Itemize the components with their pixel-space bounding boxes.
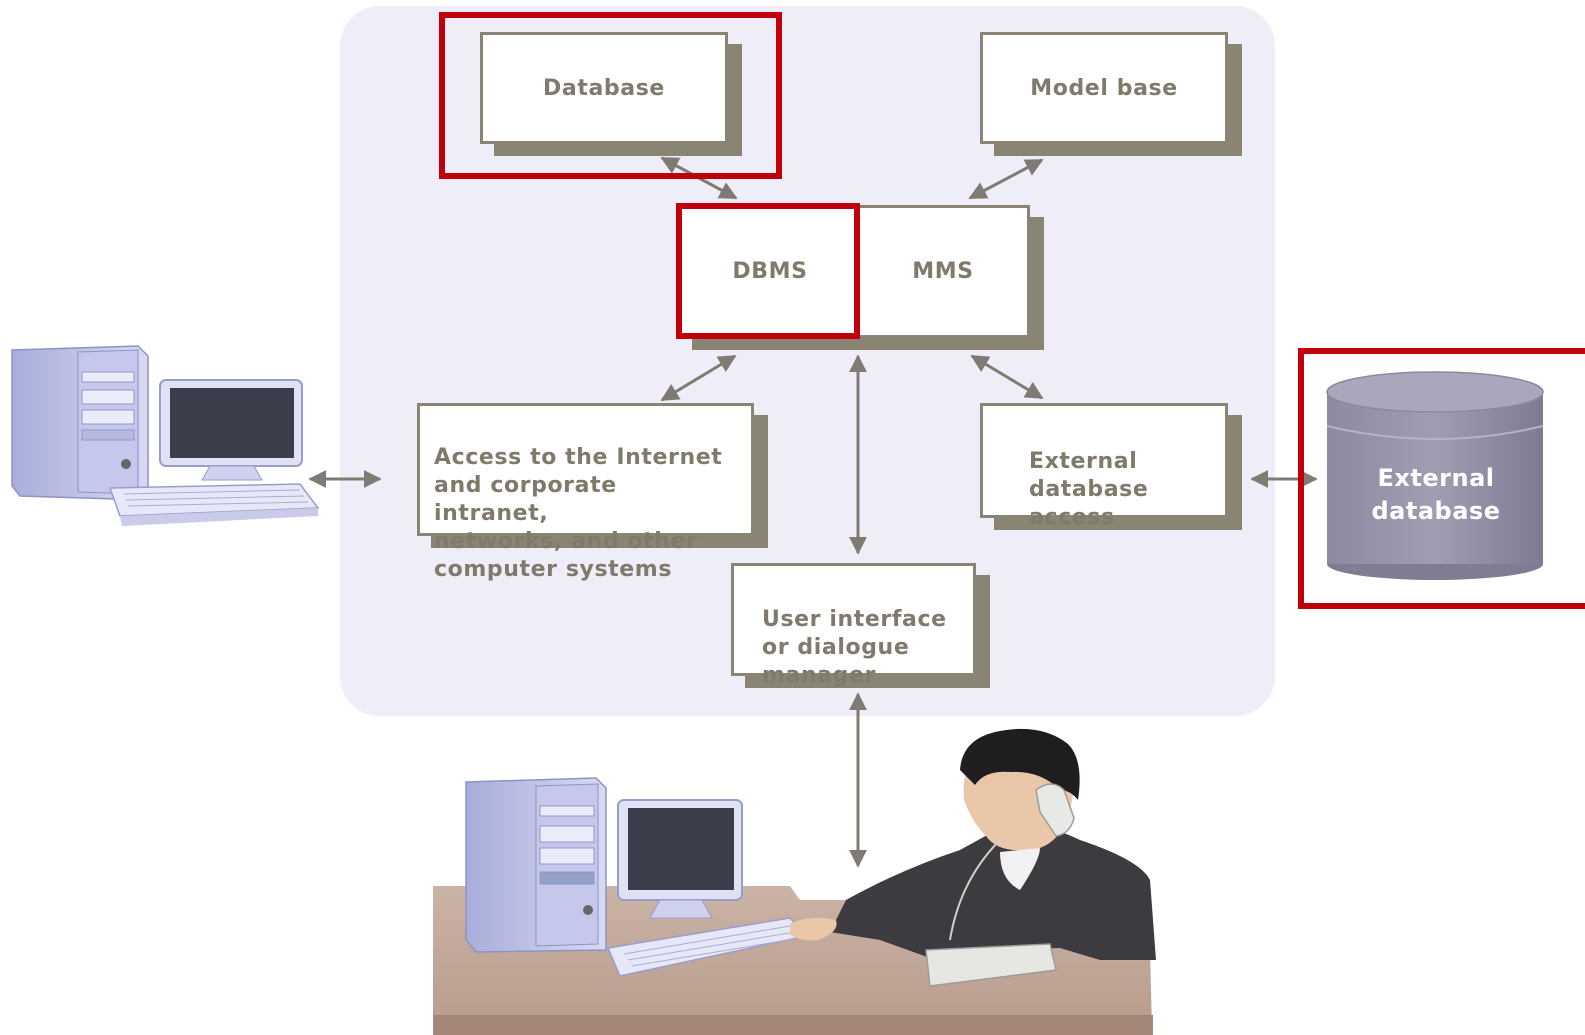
connection-arrows [308,156,1318,868]
external-database-access-label: External database access [1029,449,1149,530]
businessman-at-desk-icon [433,728,1156,1035]
arrow-mms-external-access [970,354,1044,400]
highlight-external-database [1298,348,1585,609]
external-database-label: External database [1371,464,1501,525]
internet-access-label: Access to the Internet and corporate int… [434,445,723,582]
mms-cell: MMS [859,208,1027,335]
external-database-access-box: External database access [980,403,1228,530]
model-base-label: Model base [1030,75,1178,101]
user-interface-box: User interface or dialogue manager [731,563,976,688]
user-interface-label: User interface or dialogue manager [762,607,947,688]
mms-label: MMS [912,259,974,284]
dbms-cell: DBMS [681,208,859,335]
computer-workstation-icon [11,345,320,526]
external-database-cylinder-icon [1326,371,1544,580]
telephone-icon [925,783,1075,987]
dbms-label: DBMS [732,259,808,284]
highlight-database [439,12,782,179]
highlight-dbms [676,203,860,339]
database-box: Database [480,32,728,144]
arrow-modelbase-mms [968,158,1044,200]
internet-access-box: Access to the Internet and corporate int… [417,403,754,582]
model-base-box: Model base [980,32,1228,144]
database-label: Database [543,75,665,101]
arrow-dbms-internet [660,354,737,402]
